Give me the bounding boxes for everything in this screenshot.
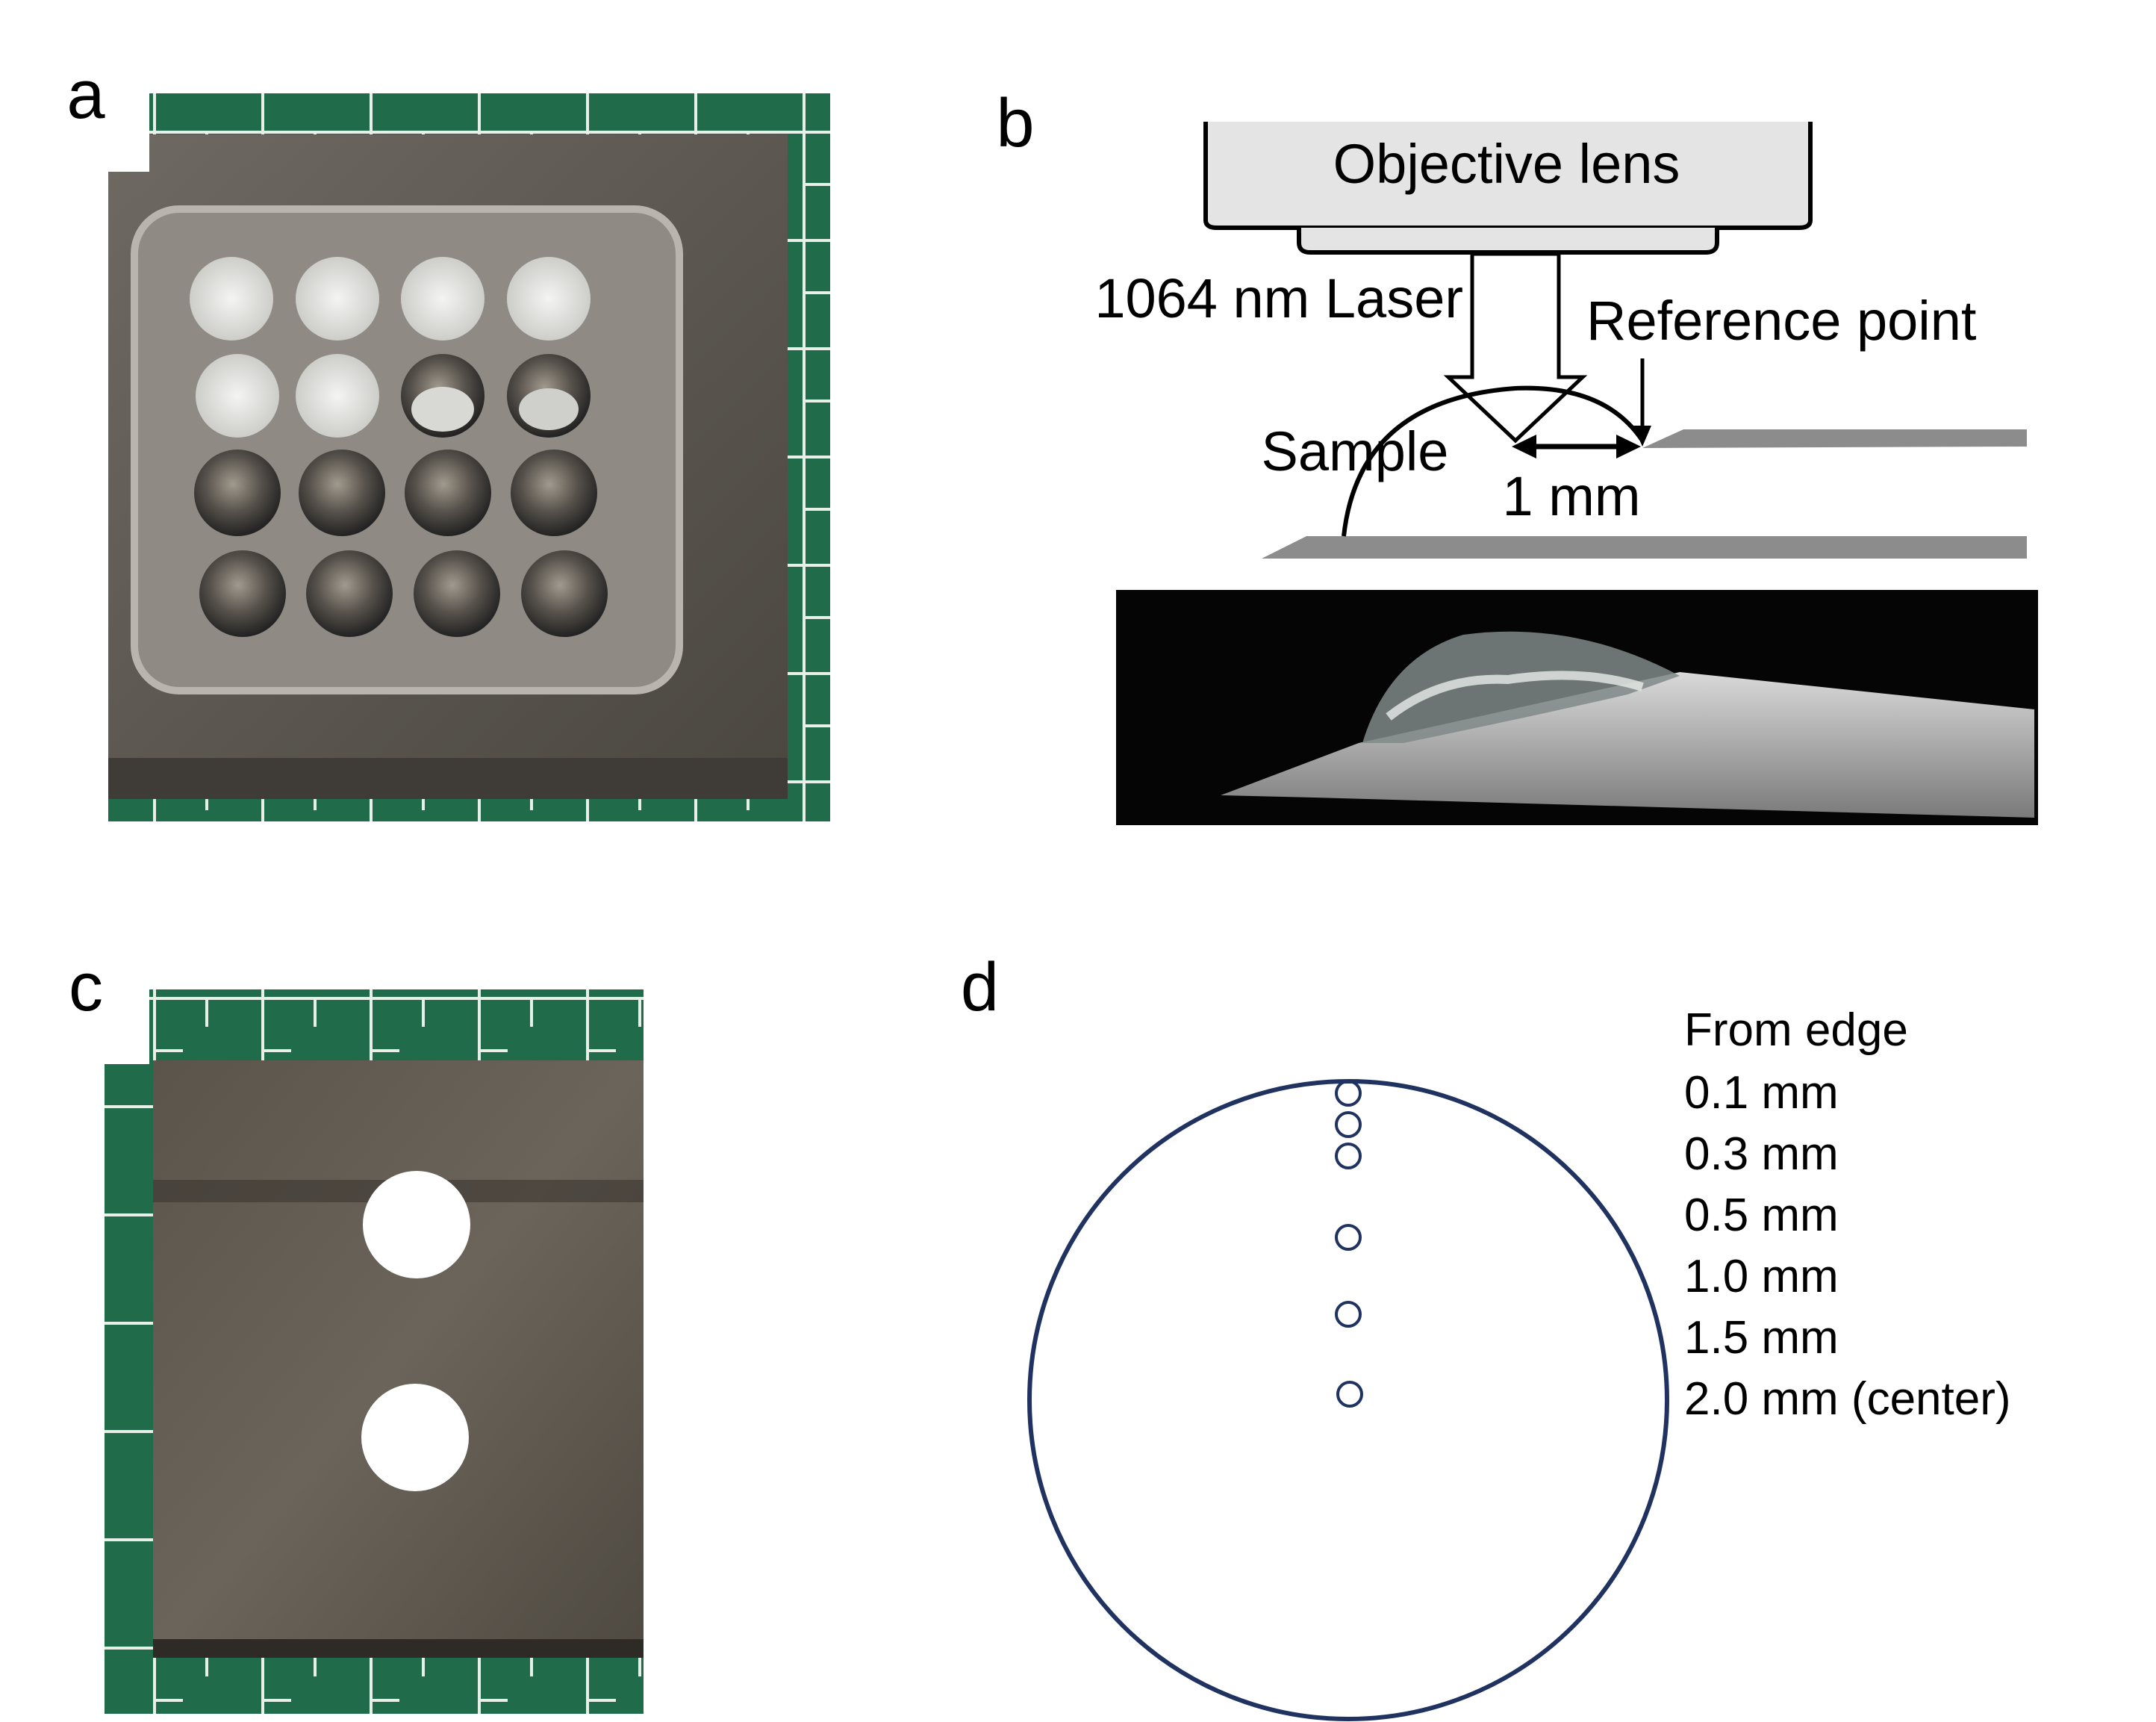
metal-plate [153, 1060, 644, 1658]
well-empty [521, 550, 608, 637]
measurement-point-1.0mm [1335, 1224, 1362, 1251]
measurement-point-2.0mm [1336, 1381, 1363, 1408]
panel-label-c: c [22, 911, 149, 1064]
sample-hole-bottom [361, 1384, 469, 1491]
measurement-point-0.3mm [1335, 1111, 1362, 1138]
position-label: 0.3 mm [1684, 1128, 1839, 1180]
lens-top-mask [1202, 93, 1814, 122]
powder-partial [411, 387, 474, 432]
sample-circle [1027, 1079, 1669, 1721]
position-label: 2.0 mm (center) [1684, 1373, 2011, 1425]
measurement-point-0.5mm [1335, 1143, 1362, 1169]
reference-arrowhead [1633, 426, 1651, 447]
lens-tip [1297, 228, 1719, 255]
position-header: From edge [1684, 1004, 1908, 1056]
panel-label-b: b [952, 45, 1079, 202]
distance-arrowhead-left [1512, 435, 1536, 459]
photo-stage [1221, 672, 2034, 818]
well-empty [511, 450, 597, 536]
well-filled [296, 354, 379, 438]
well-empty [414, 550, 500, 637]
stage-base [1262, 536, 2027, 559]
position-label: 0.5 mm [1684, 1190, 1839, 1241]
position-label: 0.1 mm [1684, 1067, 1839, 1119]
objective-lens-label: Objective lens [1333, 133, 1680, 195]
panel-a-photo [108, 93, 830, 821]
position-label: 1.0 mm [1684, 1251, 1839, 1302]
laser-label: 1064 nm Laser [1094, 267, 1463, 329]
panel-label-d: d [933, 911, 1026, 1064]
panel-b-schematic: Objective lens 1064 nm Laser Sample Refe… [1094, 93, 2038, 825]
well-empty [194, 450, 281, 536]
well-empty [299, 450, 385, 536]
sample-hole-top [363, 1171, 470, 1278]
plate-edge [153, 1639, 644, 1658]
panel-d-diagram: From edge 0.1 mm 0.3 mm 0.5 mm 1.0 mm 1.… [1027, 1004, 2011, 1721]
photo-droplet [1362, 631, 1680, 743]
distance-label: 1 mm [1503, 465, 1641, 527]
well-empty [199, 550, 286, 637]
laser-arrow [1443, 252, 1588, 444]
well-filled [190, 257, 273, 341]
powder-partial [519, 388, 579, 430]
panel-c-photo [105, 989, 644, 1714]
measurement-point-0.1mm [1335, 1080, 1362, 1107]
sample-dome [1342, 385, 1645, 537]
panel-label-a: a [22, 19, 149, 172]
reference-point-label: Reference point [1586, 290, 1977, 352]
well-filled [401, 257, 485, 341]
plate-edge [108, 758, 788, 799]
distance-arrowhead-right [1616, 435, 1641, 459]
sample-label: Sample [1262, 420, 1449, 482]
reference-plate [1642, 429, 2027, 448]
measurement-point-1.5mm [1335, 1301, 1362, 1328]
well-empty [306, 550, 393, 637]
well-filled [507, 257, 591, 341]
position-label: 1.5 mm [1684, 1312, 1839, 1364]
well-filled [296, 257, 379, 341]
well-empty [405, 450, 491, 536]
well-filled [196, 354, 279, 438]
photo-droplet-highlight [1386, 671, 1644, 721]
